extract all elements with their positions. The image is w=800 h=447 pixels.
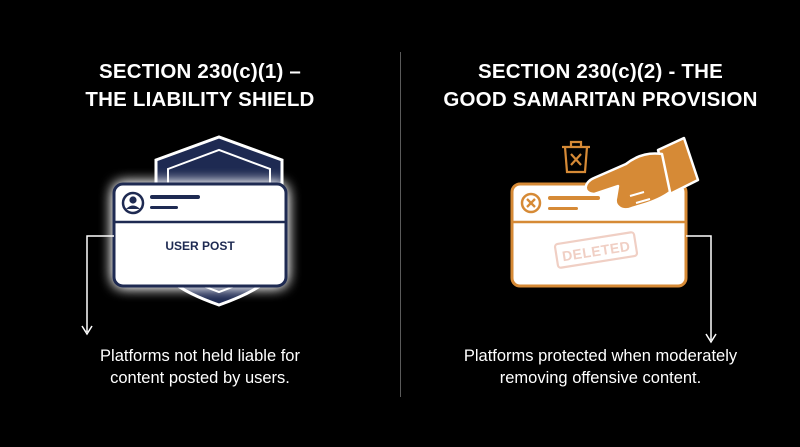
panel-divider	[400, 52, 401, 397]
arrow-down-icon	[81, 235, 114, 336]
liability-shield-caption: Platforms not held liable for content po…	[0, 345, 400, 389]
user-post-label: USER POST	[165, 239, 235, 253]
caption-line-2: content posted by users.	[110, 369, 290, 387]
good-samaritan-caption: Platforms protected when moderately remo…	[401, 345, 800, 389]
arrow-down-icon	[686, 235, 717, 344]
caption-line-1: Platforms protected when moderately	[463, 347, 738, 365]
liability-shield-heading: SECTION 230(c)(1) – THE LIABILITY SHIELD	[0, 58, 400, 114]
good-samaritan-illustration: DELETED	[510, 136, 717, 344]
post-text-line-1	[150, 195, 200, 199]
user-avatar-icon	[121, 191, 145, 215]
user-post-card: USER POST	[112, 182, 288, 288]
trash-icon	[562, 140, 590, 174]
heading-line-2: THE LIABILITY SHIELD	[85, 88, 315, 111]
post-text-line-2	[548, 207, 578, 210]
liability-shield-panel: SECTION 230(c)(1) – THE LIABILITY SHIELD	[0, 58, 400, 389]
post-text-line-2	[150, 206, 178, 209]
good-samaritan-heading: SECTION 230(c)(2) - THE GOOD SAMARITAN P…	[401, 58, 800, 114]
good-samaritan-panel: SECTION 230(c)(2) - THE GOOD SAMARITAN P…	[401, 0, 800, 447]
heading-line-2: GOOD SAMARITAN PROVISION	[443, 88, 758, 111]
post-text-line-1	[548, 196, 600, 200]
deleted-post-card: DELETED	[510, 182, 688, 288]
close-circle-icon	[520, 192, 542, 214]
heading-line-1: SECTION 230(c)(2) - THE	[478, 60, 723, 83]
caption-line-1: Platforms not held liable for	[100, 347, 300, 365]
caption-line-2: removing offensive content.	[499, 369, 702, 387]
liability-shield-illustration: USER POST	[81, 135, 288, 336]
heading-line-1: SECTION 230(c)(1) –	[98, 60, 302, 83]
pointing-hand-icon	[584, 136, 700, 211]
